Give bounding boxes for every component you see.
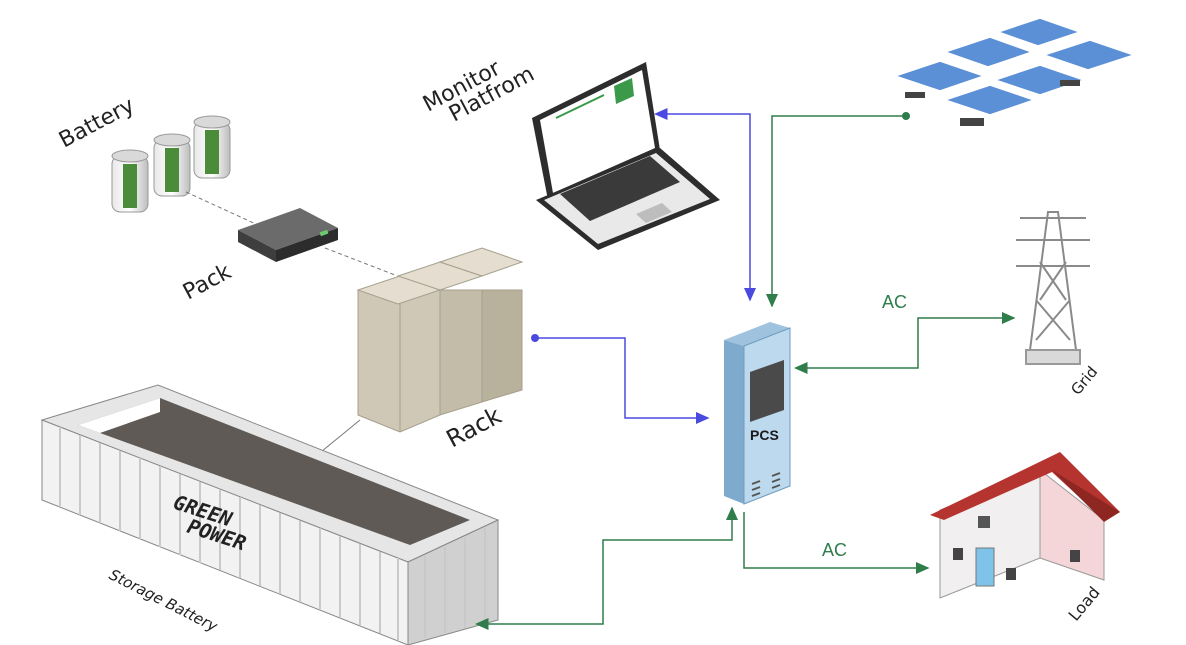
laptop-icon xyxy=(532,62,720,250)
house-icon xyxy=(930,452,1120,599)
load-label: Load xyxy=(1065,583,1104,625)
battery-cells-icon xyxy=(111,115,231,213)
pcs-label: PCS xyxy=(750,427,779,443)
storage-battery-label: Storage Battery xyxy=(106,566,221,637)
ac-grid-label: AC xyxy=(882,292,907,312)
pcs-grid-line xyxy=(794,312,1016,374)
storage-container-icon xyxy=(40,384,500,645)
rack-to-pcs-line xyxy=(535,337,710,424)
storage-pcs-line xyxy=(475,506,738,630)
rack-storage-link xyxy=(315,419,361,457)
ac-load-label: AC xyxy=(822,540,847,560)
pcs-cabinet-icon xyxy=(724,322,791,505)
grid-label: Grid xyxy=(1067,363,1101,399)
transmission-tower-icon xyxy=(1016,211,1090,365)
pcs-load-line xyxy=(743,512,930,574)
pack-label: Pack xyxy=(179,259,236,305)
battery-label: Battery xyxy=(55,93,139,153)
pack-rack-link xyxy=(324,247,396,276)
monitor-pcs-line xyxy=(654,108,756,302)
battery-pack-link xyxy=(185,191,259,226)
rack-icon xyxy=(356,247,524,433)
solar-panels-icon xyxy=(892,17,1137,126)
solar-to-pcs-line xyxy=(766,115,906,308)
pack-icon xyxy=(238,208,338,262)
